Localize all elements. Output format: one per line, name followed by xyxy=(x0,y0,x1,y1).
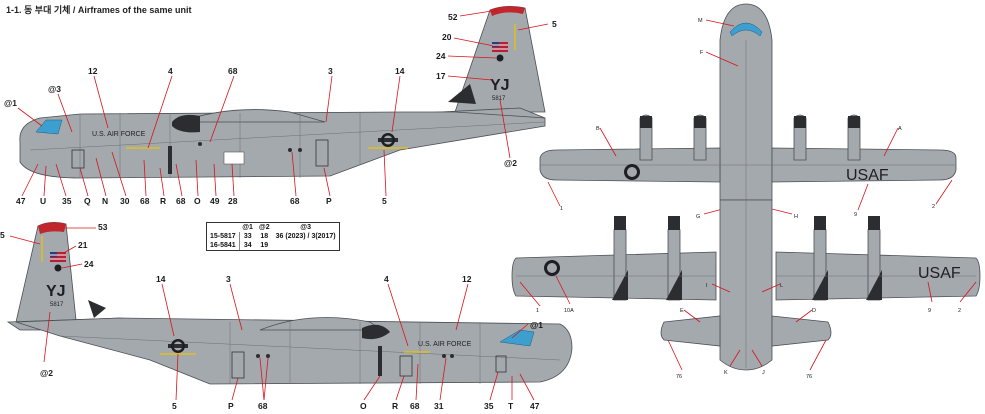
svg-text:M: M xyxy=(698,18,703,24)
svg-text:4: 4 xyxy=(168,66,173,76)
svg-text:H: H xyxy=(794,214,798,220)
svg-text:U: U xyxy=(40,196,46,206)
svg-text:5: 5 xyxy=(172,401,177,411)
callouts-top-view: M F B A 1 9 2 G H xyxy=(547,18,953,220)
svg-text:@1: @1 xyxy=(530,320,543,330)
svg-text:68: 68 xyxy=(258,401,268,411)
svg-text:@2: @2 xyxy=(504,158,517,168)
svg-text:O: O xyxy=(360,401,367,411)
svg-text:1: 1 xyxy=(560,206,563,212)
tail-serial-mark: 5817 xyxy=(492,96,506,102)
svg-text:68: 68 xyxy=(290,196,300,206)
table-header xyxy=(207,223,239,232)
svg-text:20: 20 xyxy=(442,32,452,42)
svg-text:I: I xyxy=(706,283,708,289)
svg-text:G: G xyxy=(696,214,700,220)
svg-text:10A: 10A xyxy=(564,308,574,314)
svg-text:9: 9 xyxy=(928,308,931,314)
svg-text:5: 5 xyxy=(0,230,5,240)
svg-text:D: D xyxy=(812,308,816,314)
svg-text:5: 5 xyxy=(382,196,387,206)
svg-text:@2: @2 xyxy=(40,368,53,378)
underside-plan-view: USAF xyxy=(511,199,981,371)
svg-text:14: 14 xyxy=(156,274,166,284)
svg-text:76: 76 xyxy=(676,374,682,380)
svg-text:E: E xyxy=(680,308,684,314)
svg-text:35: 35 xyxy=(484,401,494,411)
svg-text:4: 4 xyxy=(384,274,389,284)
svg-text:9: 9 xyxy=(854,212,857,218)
usaf-large-mark: USAF xyxy=(846,167,889,184)
svg-text:68: 68 xyxy=(410,401,420,411)
table-header: @1 xyxy=(242,224,253,231)
svg-text:28: 28 xyxy=(228,196,238,206)
svg-text:24: 24 xyxy=(436,51,446,61)
svg-text:24: 24 xyxy=(84,259,94,269)
svg-text:K: K xyxy=(724,370,728,376)
table-row: 16-5841 34 19 xyxy=(207,241,339,250)
svg-text:F: F xyxy=(700,50,704,56)
table-header: @3 xyxy=(300,224,311,231)
svg-text:17: 17 xyxy=(436,71,446,81)
usaf-small-mark-2: U.S. AIR FORCE xyxy=(418,341,472,348)
svg-text:3: 3 xyxy=(226,274,231,284)
svg-text:B: B xyxy=(596,126,600,132)
svg-text:Q: Q xyxy=(84,196,91,206)
page-title: 1-1. 동 부대 기체 / Airframes of the same uni… xyxy=(6,5,192,15)
svg-text:R: R xyxy=(160,196,166,206)
tail-serial-mark-2: 5817 xyxy=(50,302,64,308)
svg-text:35: 35 xyxy=(62,196,72,206)
svg-text:1: 1 xyxy=(536,308,539,314)
svg-text:@1: @1 xyxy=(4,98,17,108)
svg-text:68: 68 xyxy=(228,66,238,76)
svg-text:T: T xyxy=(508,401,514,411)
svg-text:12: 12 xyxy=(88,66,98,76)
svg-text:J: J xyxy=(762,370,765,376)
callouts-bottom-side: 5 53 21 24 14 3 4 12 @1 @2 5 P 68 O R 68… xyxy=(0,222,543,411)
side-view-right-facing: U.S. AIR FORCE YJ 5817 xyxy=(6,222,573,385)
svg-text:68: 68 xyxy=(176,196,186,206)
svg-text:49: 49 xyxy=(210,196,220,206)
svg-text:@3: @3 xyxy=(48,84,61,94)
svg-text:47: 47 xyxy=(16,196,26,206)
svg-text:P: P xyxy=(326,196,332,206)
svg-text:3: 3 xyxy=(328,66,333,76)
svg-text:30: 30 xyxy=(120,196,130,206)
svg-text:68: 68 xyxy=(140,196,150,206)
svg-text:31: 31 xyxy=(434,401,444,411)
svg-text:21: 21 xyxy=(78,240,88,250)
callouts-bottom-view: 1 10A I L E D 9 2 76 K J 76 xyxy=(519,275,977,380)
table-header: @2 xyxy=(258,224,270,231)
svg-text:2: 2 xyxy=(932,204,935,210)
svg-text:12: 12 xyxy=(462,274,472,284)
usaf-large-mark-2: USAF xyxy=(918,265,961,282)
svg-text:47: 47 xyxy=(530,401,540,411)
svg-text:53: 53 xyxy=(98,222,108,232)
svg-text:76: 76 xyxy=(806,374,812,380)
serial-number-table: @1 @2 @3 15-5817 33 18 36 (2023) / 3(201… xyxy=(206,222,340,251)
tail-code-mark-2: YJ xyxy=(46,283,66,300)
svg-text:R: R xyxy=(392,401,398,411)
svg-text:14: 14 xyxy=(395,66,405,76)
svg-text:52: 52 xyxy=(448,12,458,22)
svg-text:P: P xyxy=(228,401,234,411)
side-view-left-facing: U.S. AIR FORCE YJ 5817 xyxy=(19,6,546,179)
svg-text:5: 5 xyxy=(552,19,557,29)
svg-text:2: 2 xyxy=(958,308,961,314)
svg-text:N: N xyxy=(102,196,108,206)
svg-text:L: L xyxy=(780,283,783,289)
tail-code-mark: YJ xyxy=(490,77,510,94)
callouts-top-side: @1 @3 12 4 68 3 14 17 24 20 52 5 @2 47 U… xyxy=(4,9,557,206)
svg-text:O: O xyxy=(194,196,201,206)
table-row: 15-5817 33 18 36 (2023) / 3(2017) xyxy=(207,232,339,241)
usaf-small-mark: U.S. AIR FORCE xyxy=(92,131,146,138)
top-plan-view: USAF xyxy=(539,3,957,201)
svg-text:A: A xyxy=(898,126,902,132)
